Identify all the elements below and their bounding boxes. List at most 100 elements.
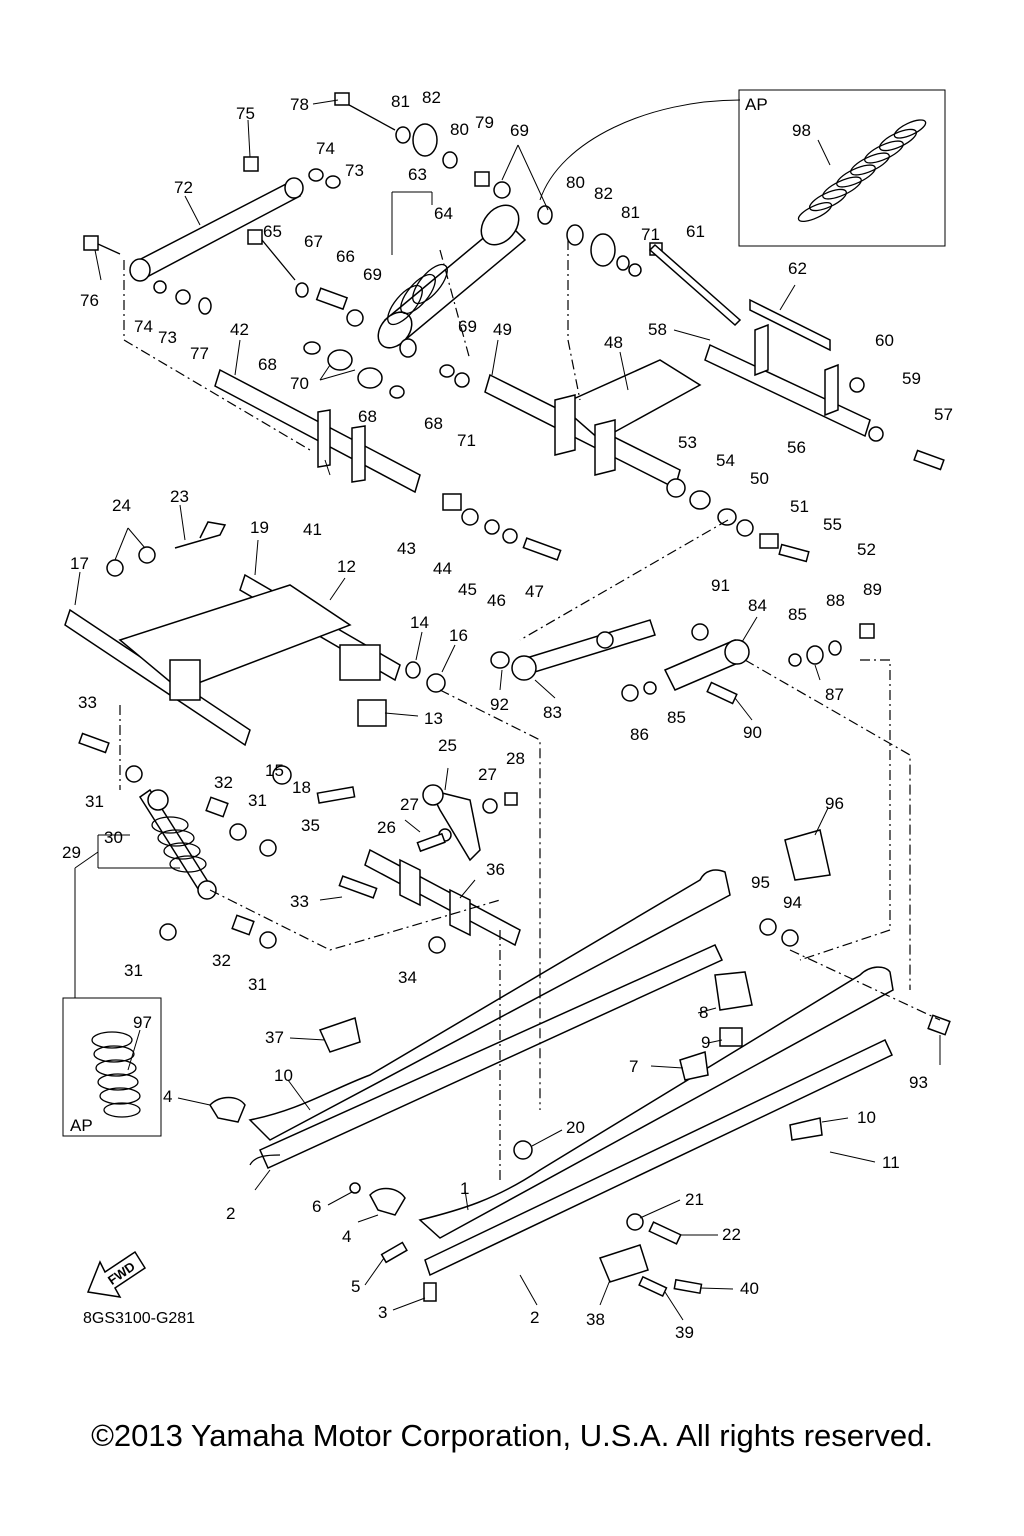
callout-61: 61 [686,222,705,241]
callout-11: 11 [882,1153,900,1172]
callout-6: 6 [312,1197,321,1216]
callout-82: 82 [594,184,613,203]
callout-69: 69 [510,121,529,140]
callout-75: 75 [236,104,255,123]
callout-62: 62 [788,259,807,278]
callout-65: 65 [263,222,282,241]
callout-39: 39 [675,1323,694,1342]
callout-74: 74 [134,317,153,336]
rear-arm-48 [439,243,945,563]
callout-31: 31 [124,961,143,980]
callout-31: 31 [248,975,267,994]
callout-18: 18 [292,778,311,797]
callout-25: 25 [438,736,457,755]
callout-33: 33 [78,693,97,712]
link-arm-72 [129,177,304,282]
callout-55: 55 [823,515,842,534]
callout-1: 1 [460,1179,469,1198]
callout-28: 28 [506,749,525,768]
callout-32: 32 [214,773,233,792]
callout-71: 71 [641,225,660,244]
callout-44: 44 [433,559,452,578]
front-arm-shaft-42 [214,341,421,494]
callout-68: 68 [258,355,277,374]
callout-17: 17 [70,554,89,573]
callout-97: 97 [133,1013,152,1032]
callout-31: 31 [248,791,267,810]
callout-52: 52 [857,540,876,559]
callout-27: 27 [400,795,419,814]
callout-68: 68 [424,414,443,433]
fwd-arrow-icon: FWD [86,1250,147,1298]
callout-84: 84 [748,596,767,615]
callout-69: 69 [458,317,477,336]
inset-spring-97: AP [62,868,162,1137]
callout-4: 4 [163,1087,172,1106]
callout-23: 23 [170,487,189,506]
callout-29: 29 [62,843,81,862]
callout-69: 69 [363,265,382,284]
spring-98-icon [797,119,927,223]
rear-shock-absorber [377,204,553,358]
callout-12: 12 [337,557,356,576]
callout-22: 22 [722,1225,741,1244]
lower-arm-36 [338,784,521,954]
callout-73: 73 [158,328,177,347]
callout-9: 9 [701,1033,710,1052]
callout-15: 15 [265,761,284,780]
callout-48: 48 [604,333,623,352]
callout-79: 79 [475,113,494,132]
callout-80: 80 [566,173,585,192]
callout-27: 27 [478,765,497,784]
callout-92: 92 [490,695,509,714]
leader-lines [74,99,941,1321]
callout-68: 68 [358,407,377,426]
callout-20: 20 [566,1118,585,1137]
callout-86: 86 [630,725,649,744]
center-lines [119,240,941,1180]
callout-19: 19 [250,518,269,537]
callout-45: 45 [458,580,477,599]
callout-78: 78 [290,95,309,114]
callout-35: 35 [301,816,320,835]
callout-46: 46 [487,591,506,610]
callout-26: 26 [377,818,396,837]
slide-rail-right [418,966,894,1277]
callout-53: 53 [678,433,697,452]
callout-10: 10 [274,1066,293,1085]
callout-43: 43 [397,539,416,558]
callout-93: 93 [909,1073,928,1092]
callout-2: 2 [530,1308,539,1327]
callout-10: 10 [857,1108,876,1127]
callout-36: 36 [486,860,505,879]
rail-hardware [209,829,951,1302]
callout-87: 87 [825,685,844,704]
callout-88: 88 [826,591,845,610]
callout-57: 57 [934,405,953,424]
callout-8: 8 [699,1003,708,1022]
front-shock-29 [78,732,277,949]
callout-94: 94 [783,893,802,912]
inset-spring-98: AP [539,89,946,247]
callout-34: 34 [398,968,417,987]
callout-83: 83 [543,703,562,722]
callout-70: 70 [290,374,309,393]
callout-5: 5 [351,1277,360,1296]
callout-60: 60 [875,331,894,350]
callout-51: 51 [790,497,809,516]
callout-85: 85 [788,605,807,624]
top-hardware [83,92,741,327]
inset-bottom-label: AP [70,1116,93,1135]
callout-90: 90 [743,723,762,742]
callout-89: 89 [863,580,882,599]
callout-54: 54 [716,451,735,470]
callout-32: 32 [212,951,231,970]
callout-33: 33 [290,892,309,911]
callout-16: 16 [449,626,468,645]
callout-13: 13 [424,709,443,728]
inset-top-label: AP [745,95,768,114]
callout-81: 81 [391,92,410,111]
callout-95: 95 [751,873,770,892]
